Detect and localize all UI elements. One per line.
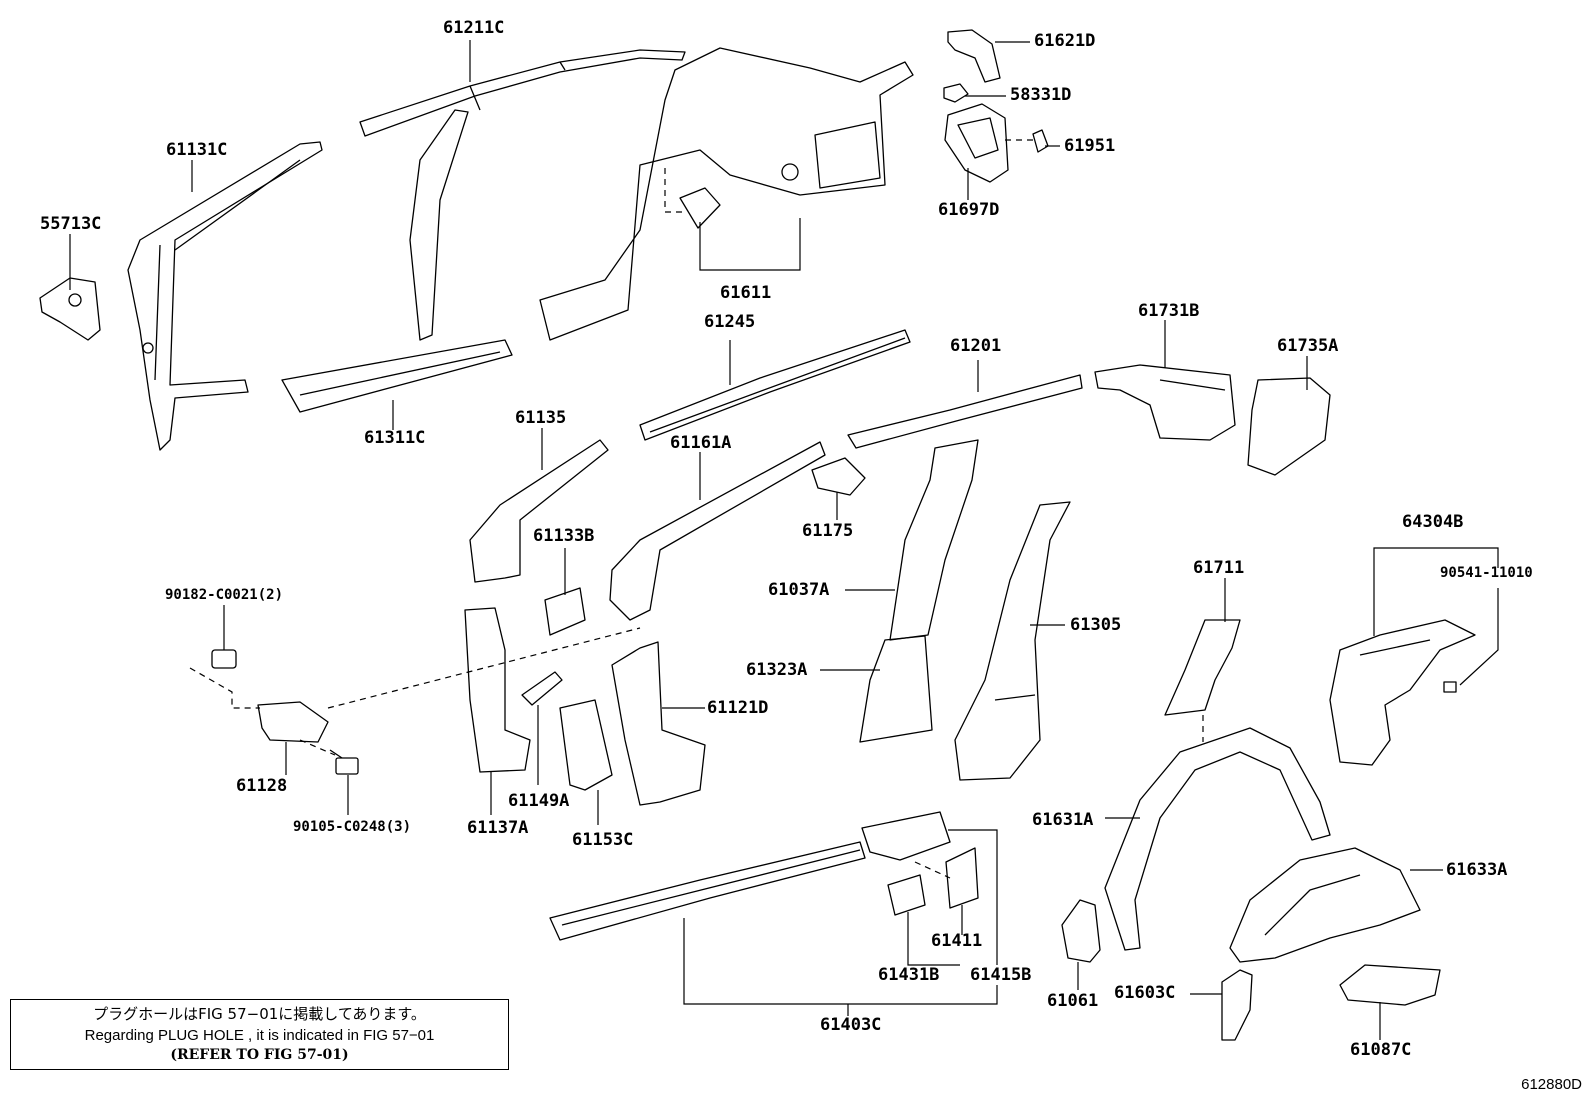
label-61403C[interactable]: 61403C [820,1015,882,1035]
leader-lines [69,40,1443,1040]
part-61631A-drawing [1104,727,1331,951]
part-61323A-drawing [859,635,933,743]
part-61305-drawing [954,501,1071,781]
nut-90182-C0021-drawing [211,649,237,669]
part-61037A-drawing [889,439,979,641]
part-61061-drawing [1061,899,1101,963]
part-61201-drawing [847,374,1083,449]
part-55713C-drawing [39,277,101,341]
part-61153C-drawing [559,699,613,791]
part-61735A-drawing [1247,377,1331,476]
part-61161A-drawing [609,441,826,621]
label-61245[interactable]: 61245 [704,312,756,332]
part-61245-drawing [639,329,911,441]
part-61633A-drawing [1229,847,1421,963]
label-61305[interactable]: 61305 [1070,615,1122,635]
note-english: Regarding PLUG HOLE , it is indicated in… [84,1027,435,1044]
part-61211C-drawing [359,49,686,137]
label-61201[interactable]: 61201 [950,336,1002,356]
part-61137A-drawing [464,607,531,773]
part-61175-drawing [811,457,866,496]
part-61621D-drawing [947,29,1001,83]
part-61403C-drawing [549,841,866,941]
label-61311C[interactable]: 61311C [364,428,426,448]
label-90541-11010[interactable]: 90541-11010 [1440,565,1533,581]
bolt-90105-C0248-drawing [329,749,359,775]
label-61133B[interactable]: 61133B [533,526,595,546]
label-61633A[interactable]: 61633A [1446,860,1508,880]
figure-id: 612880D [1521,1076,1582,1093]
label-61951[interactable]: 61951 [1064,136,1116,156]
part-61731B-drawing [1094,364,1236,441]
label-61735A[interactable]: 61735A [1277,336,1339,356]
part-58331D-drawing [943,83,969,103]
label-61135[interactable]: 61135 [515,408,567,428]
plug-hole-note: プラグホールはFIG 57−01に掲載してあります。 Regarding PLU… [10,999,509,1070]
part-61133B-drawing [544,587,586,636]
part-61711-drawing [1164,619,1241,716]
label-61161A[interactable]: 61161A [670,433,732,453]
part-61411-drawing [945,847,979,909]
label-61128[interactable]: 61128 [236,776,288,796]
part-61431B-drawing [887,874,926,916]
label-61153C[interactable]: 61153C [572,830,634,850]
label-61121D[interactable]: 61121D [707,698,769,718]
label-61631A[interactable]: 61631A [1032,810,1094,830]
label-90182-C0021[interactable]: 90182-C0021(2) [165,587,284,603]
label-61211C[interactable]: 61211C [443,18,505,38]
label-61415B[interactable]: 61415B [970,965,1032,985]
part-61951-drawing [1032,129,1049,153]
label-61037A[interactable]: 61037A [768,580,830,600]
part-61311C-drawing [281,109,513,413]
label-61087C[interactable]: 61087C [1350,1040,1412,1060]
part-64304B-drawing [1329,619,1476,766]
label-61621D[interactable]: 61621D [1034,31,1096,51]
label-61731B[interactable]: 61731B [1138,301,1200,321]
label-61431B[interactable]: 61431B [878,965,940,985]
part-61611-drawing [539,47,914,341]
label-61611[interactable]: 61611 [720,283,772,303]
label-61137A[interactable]: 61137A [467,818,529,838]
note-reference[interactable]: (REFER TO FIG 57-01) [170,1047,349,1063]
label-61131C[interactable]: 61131C [166,140,228,160]
label-61149A[interactable]: 61149A [508,791,570,811]
note-japanese: プラグホールはFIG 57−01に掲載してあります。 [93,1005,426,1023]
part-61135-drawing [469,439,609,583]
nut-90541-11010-drawing [1443,681,1457,693]
part-61121D-drawing [611,641,706,806]
part-61087C-drawing [1339,964,1441,1006]
label-64304B[interactable]: 64304B [1402,512,1464,532]
part-61149A-drawing [521,671,563,706]
label-61711[interactable]: 61711 [1193,558,1245,578]
label-61603C[interactable]: 61603C [1114,983,1176,1003]
label-61411[interactable]: 61411 [931,931,983,951]
label-55713C[interactable]: 55713C [40,214,102,234]
part-61128-drawing [257,701,329,743]
label-58331D[interactable]: 58331D [1010,85,1072,105]
label-90105-C0248[interactable]: 90105-C0248(3) [293,819,412,835]
part-61415B-drawing [861,811,951,861]
label-61323A[interactable]: 61323A [746,660,808,680]
part-61603C-drawing [1221,969,1253,1041]
part-61697D-drawing [944,103,1009,183]
label-61175[interactable]: 61175 [802,521,854,541]
part-61131C-drawing [127,141,323,451]
label-61697D[interactable]: 61697D [938,200,1000,220]
label-61061[interactable]: 61061 [1047,991,1099,1011]
